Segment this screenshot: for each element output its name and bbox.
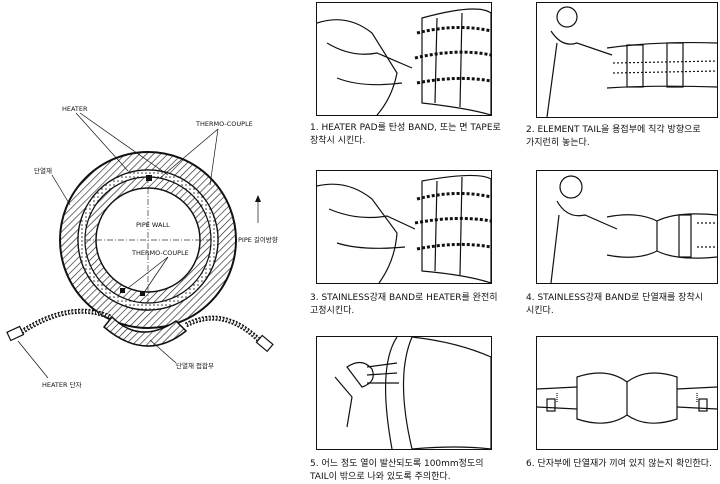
cross-section-diagram: HEATER THERMO-COUPLE 단열재 PIPE WALL THERM… xyxy=(6,105,278,389)
thermocouple-inner-marker xyxy=(120,288,125,293)
insulation-joint-flap xyxy=(102,315,188,347)
step-5-illustration xyxy=(316,336,492,450)
step-5-caption: 5. 어느 정도 열이 발산되도록 100mm정도의 TAIL이 밖으로 나와 … xyxy=(310,459,484,482)
thermocouple-inner-marker-2 xyxy=(140,291,145,296)
label-insulation-joint: 단열재 접합부 xyxy=(176,361,214,370)
step-4-caption: 4. STAINLESS강재 BAND로 단열재를 장착시 시킨다. xyxy=(526,293,704,316)
step-2-illustration xyxy=(536,2,718,118)
step-6-illustration xyxy=(536,336,718,450)
step-3-caption: 3. STAINLESS강재 BAND로 HEATER를 완전히 고정시킨다. xyxy=(310,293,498,316)
step-6-caption: 6. 단자부에 단열재가 끼여 있지 않는지 확인한다. xyxy=(526,459,712,469)
step-1-illustration xyxy=(316,2,492,116)
thermocouple-top-marker xyxy=(146,175,152,181)
step-2-caption: 2. ELEMENT TAIL을 용접부에 직각 방향으로 가지런히 놓는다. xyxy=(526,125,701,148)
heater-cable-right xyxy=(184,315,274,353)
step-1-caption: 1. HEATER PAD를 탄성 BAND, 또는 면 TAPE로 장착시 시… xyxy=(310,123,501,146)
label-heater: HEATER xyxy=(62,105,88,113)
heater-cable-left xyxy=(6,308,111,342)
label-insulation: 단열재 xyxy=(34,166,52,175)
step-4-illustration xyxy=(536,170,718,284)
label-heater-lead: HEATER 단자 xyxy=(42,380,82,389)
label-pipe-direction: PIPE 길이방향 xyxy=(238,235,278,244)
label-thermo-couple-inner: THERMO-COUPLE xyxy=(131,249,189,257)
label-pipe-wall: PIPE WALL xyxy=(136,221,170,229)
label-thermo-couple-top: THERMO-COUPLE xyxy=(195,120,253,128)
step-3-illustration xyxy=(316,170,492,284)
